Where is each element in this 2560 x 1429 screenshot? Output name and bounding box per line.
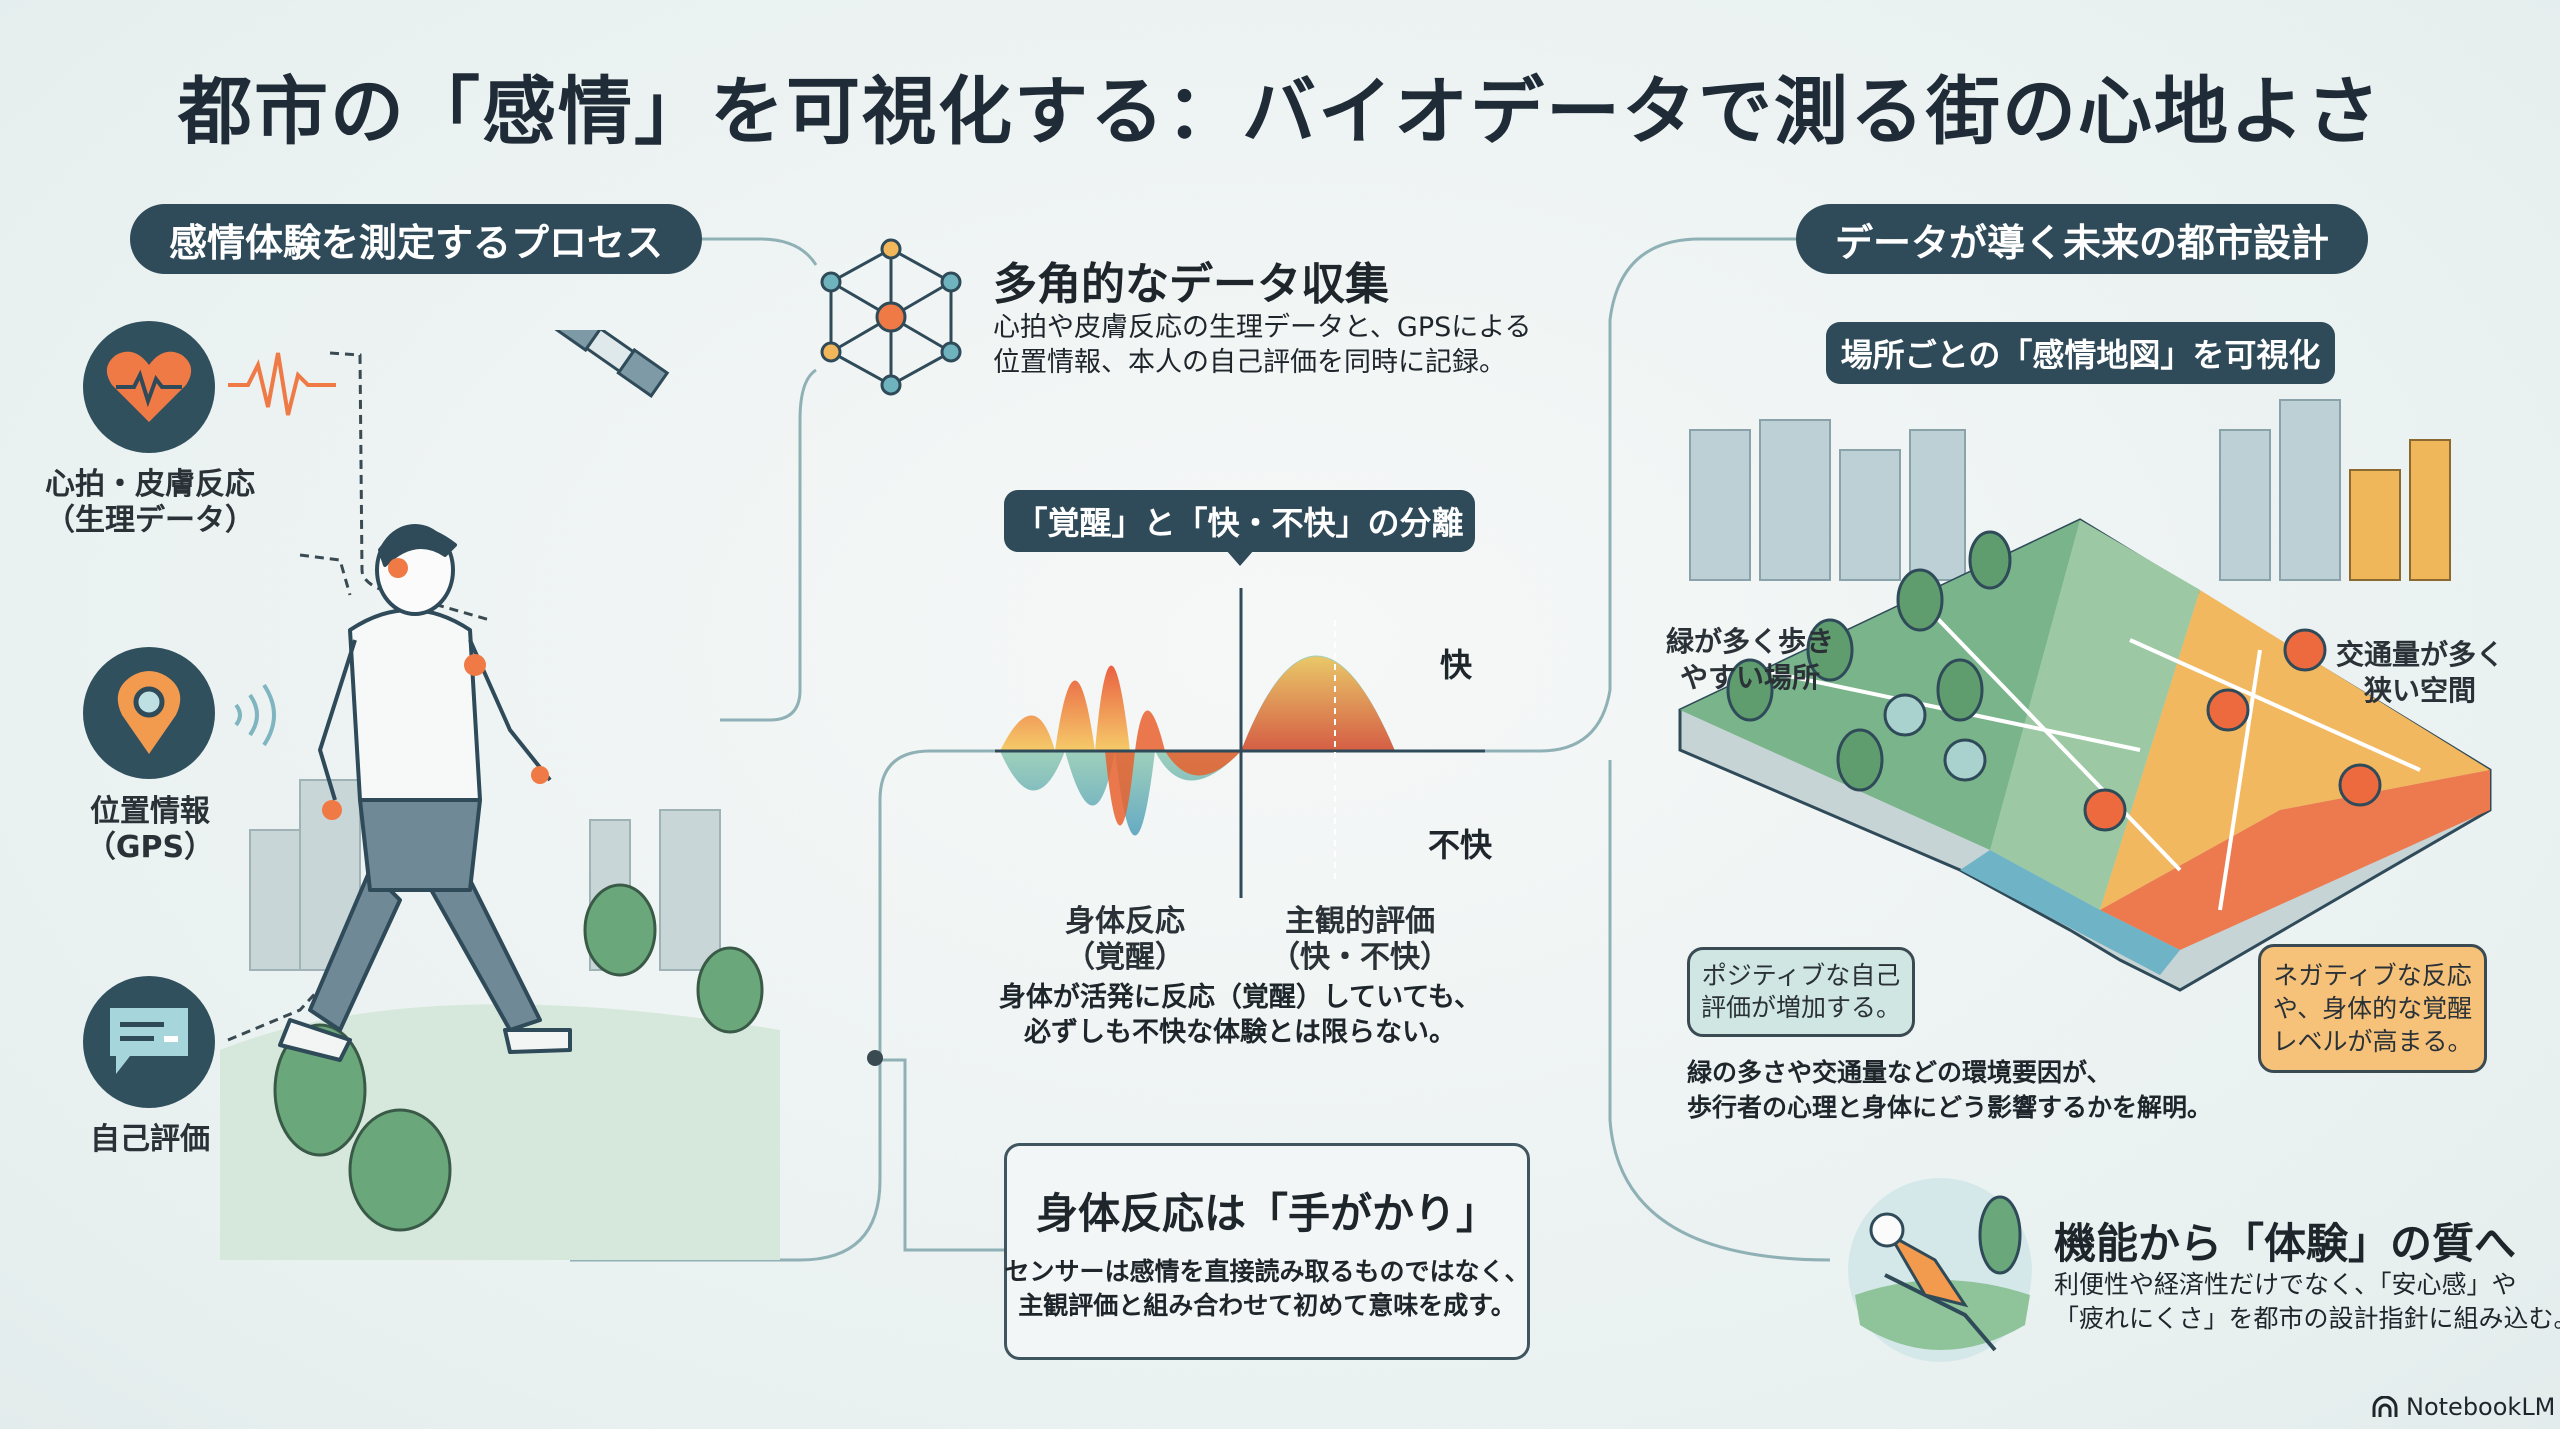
page-title: 都市の「感情」を可視化する：バイオデータで測る街の心地よさ <box>178 69 2382 155</box>
positive-callout-line1: ポジティブな自己 <box>1701 961 1901 990</box>
clue-box: 身体反応は「手がかり」 センサーは感情を直接読み取るものではなく、主観評価と組み… <box>1004 1143 1530 1360</box>
pleasant-label: 快 <box>1440 646 1473 684</box>
green-area-label-line2: やすい場所 <box>1679 661 1820 694</box>
arousal-label: 身体反応（覚醒） <box>1020 904 1230 976</box>
heart-label: 心拍・皮膚反応（生理データ） <box>40 467 260 539</box>
arousal-valence-wave-chart <box>995 588 1485 898</box>
valence-label: 主観的評価（快・不快） <box>1250 904 1470 976</box>
separation-body-line1: 身体が活発に反応（覚醒）していても、 <box>998 982 1482 1013</box>
clue-body-line1: センサーは感情を直接読み取るものではなく、 <box>1004 1257 1530 1286</box>
positive-callout: ポジティブな自己 評価が増加する。 <box>1687 947 1915 1037</box>
collection-body: 心拍や皮膚反応の生理データと、GPSによる位置情報、本人の自己評価を同時に記録。 <box>993 310 1531 380</box>
signal-waves-icon <box>234 683 276 747</box>
location-pin-icon <box>83 647 215 779</box>
heart-label-line2: （生理データ） <box>45 503 255 538</box>
notebooklm-label: NotebookLM <box>2406 1393 2556 1421</box>
traffic-area-label-line2: 狭い空間 <box>2363 674 2476 707</box>
gps-label-line1: 位置情報 <box>90 794 210 829</box>
experience-body-line2: 「疲れにくさ」を都市の設計指針に組み込む。 <box>2054 1304 2560 1333</box>
self-eval-label: 自己評価 <box>90 1122 210 1157</box>
collection-heading: 多角的なデータ収集 <box>993 259 1389 310</box>
valence-label-line1: 主観的評価 <box>1285 904 1435 939</box>
green-area-label: 緑が多く歩きやすい場所 <box>1660 624 1840 696</box>
chat-bubble-icon <box>83 976 215 1108</box>
gps-label-line2: （GPS） <box>85 830 215 865</box>
unpleasant-label: 不快 <box>1428 826 1493 864</box>
notebooklm-logo-icon <box>2372 1396 2398 1417</box>
positive-callout-line2: 評価が増加する。 <box>1700 993 1901 1022</box>
arousal-label-line2: （覚醒） <box>1065 940 1185 975</box>
relaxing-person-icon <box>1848 1178 2032 1362</box>
separation-pill: 「覚醒」と「快・不快」の分離 <box>1004 490 1475 552</box>
negative-callout: ネガティブな反応 や、身体的な覚醒 レベルが高まる。 <box>2258 944 2487 1073</box>
negative-callout-line3: レベルが高まる。 <box>2272 1027 2473 1056</box>
network-icon <box>820 238 962 396</box>
clue-body-line2: 主観評価と組み合わせて初めて意味を成す。 <box>1018 1291 1516 1320</box>
negative-callout-line1: ネガティブな反応 <box>2273 961 2472 990</box>
green-area-label-line1: 緑が多く歩き <box>1665 625 1834 658</box>
negative-callout-line2: や、身体的な覚醒 <box>2272 994 2473 1023</box>
clue-body: センサーは感情を直接読み取るものではなく、主観評価と組み合わせて初めて意味を成す… <box>1005 1255 1530 1323</box>
walking-person-illustration <box>220 330 780 1260</box>
pulse-wave-icon <box>228 352 336 416</box>
clue-heading: 身体反応は「手がかり」 <box>1035 1189 1498 1238</box>
emotion-map-illustration <box>1678 399 2492 992</box>
valence-label-line2: （快・不快） <box>1270 940 1450 975</box>
future-design-pill: データが導く未来の都市設計 <box>1796 204 2368 274</box>
experience-heading: 機能から「体験」の質へ <box>2054 1219 2517 1268</box>
traffic-area-label: 交通量が多く狭い空間 <box>2330 637 2510 709</box>
gps-label: 位置情報（GPS） <box>40 794 260 866</box>
experience-body: 利便性や経済性だけでなく、「安心感」や「疲れにくさ」を都市の設計指針に組み込む。 <box>2054 1268 2560 1336</box>
heart-pulse-icon <box>83 321 215 453</box>
heart-label-line1: 心拍・皮膚反応 <box>45 467 255 502</box>
pill-pointer <box>1226 550 1254 566</box>
collection-body-line2: 位置情報、本人の自己評価を同時に記録。 <box>993 347 1506 378</box>
process-pill: 感情体験を測定するプロセス <box>130 204 702 274</box>
separation-body-line2: 必ずしも不快な体験とは限らない。 <box>1024 1017 1456 1048</box>
traffic-area-label-line1: 交通量が多く <box>2335 638 2504 671</box>
map-summary-line2: 歩行者の心理と身体にどう影響するかを解明。 <box>1687 1093 2213 1122</box>
separation-body: 身体が活発に反応（覚醒）していても、必ずしも不快な体験とは限らない。 <box>990 980 1490 1050</box>
emotion-map-pill: 場所ごとの「感情地図」を可視化 <box>1826 322 2335 384</box>
map-summary: 緑の多さや交通量などの環境要因が、歩行者の心理と身体にどう影響するかを解明。 <box>1687 1055 2212 1125</box>
map-summary-line1: 緑の多さや交通量などの環境要因が、 <box>1687 1058 2112 1087</box>
notebooklm-brand: NotebookLM <box>2372 1393 2555 1421</box>
arousal-label-line1: 身体反応 <box>1065 904 1185 939</box>
collection-body-line1: 心拍や皮膚反応の生理データと、GPSによる <box>993 312 1532 343</box>
experience-body-line1: 利便性や経済性だけでなく、「安心感」や <box>2054 1270 2517 1299</box>
